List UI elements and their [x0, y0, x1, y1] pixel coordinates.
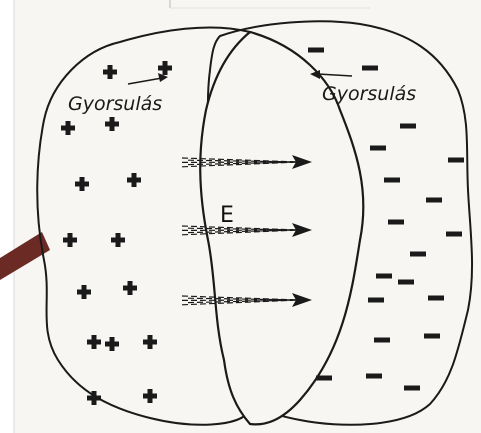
electric-field-label: E — [220, 203, 234, 228]
minus-charge — [398, 280, 414, 285]
minus-charge — [370, 146, 386, 151]
minus-charge — [384, 178, 400, 183]
minus-charge — [404, 386, 420, 391]
minus-charge — [316, 376, 332, 381]
minus-charge — [448, 158, 464, 163]
minus-charge — [428, 296, 444, 301]
minus-charge — [424, 334, 440, 339]
minus-charge — [400, 124, 416, 129]
left-acceleration-label: Gyorsulás — [68, 93, 162, 115]
minus-charge — [376, 274, 392, 279]
minus-charge — [374, 338, 390, 343]
minus-charge — [368, 298, 384, 303]
right-acceleration-label: Gyorsulás — [322, 83, 416, 105]
minus-charge — [366, 374, 382, 379]
minus-charge — [410, 252, 426, 257]
minus-charge — [446, 232, 462, 237]
minus-charge — [362, 66, 378, 71]
minus-charge — [426, 198, 442, 203]
minus-charge — [388, 220, 404, 225]
minus-charge — [308, 48, 324, 53]
